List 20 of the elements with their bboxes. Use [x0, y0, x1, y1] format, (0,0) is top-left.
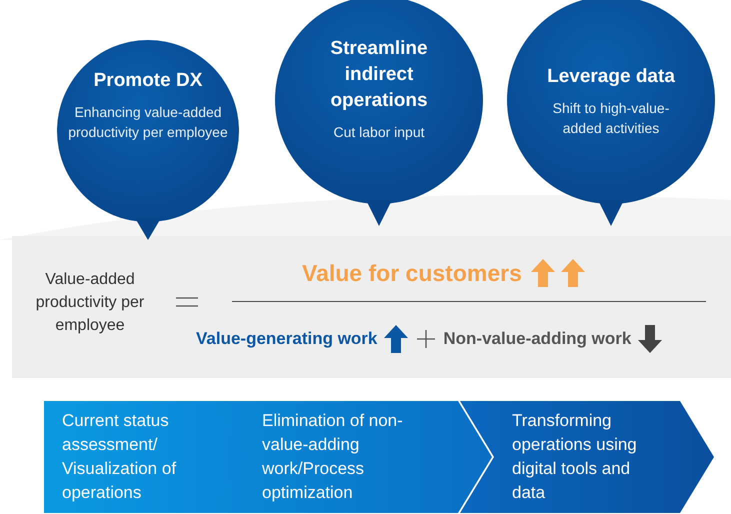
- step-banner: [460, 401, 714, 513]
- bubble-title: Leverage data: [546, 65, 676, 89]
- step-banner: [210, 401, 492, 513]
- speech-bubble: [275, 0, 483, 226]
- denominator-term: Non-value-adding work: [443, 328, 632, 350]
- formula-band: [12, 236, 731, 378]
- bubble-title: Streamline indirect operations: [329, 37, 429, 113]
- step-banner: [44, 401, 246, 513]
- speech-bubble: [507, 0, 715, 226]
- bubble-description: Cut labor input: [332, 123, 426, 142]
- step-text: Current status assessment/ Visualization of operations: [62, 410, 178, 504]
- bubble-description: Shift to high-value-added activities: [552, 99, 670, 138]
- bubble-description: Enhancing value-added productivity per employee: [67, 103, 229, 142]
- step-text: Transforming operations using digital tools and data: [512, 410, 638, 504]
- speech-bubble: [57, 40, 239, 240]
- denominator-term: Value-generating work: [196, 328, 378, 350]
- numerator-term: Value for customers: [302, 259, 522, 288]
- bubble-title: Promote DX: [92, 69, 204, 93]
- formula-term: Value-added productivity per employee: [34, 270, 146, 336]
- step-text: Elimination of non-value-adding work/Process optimization: [262, 410, 404, 504]
